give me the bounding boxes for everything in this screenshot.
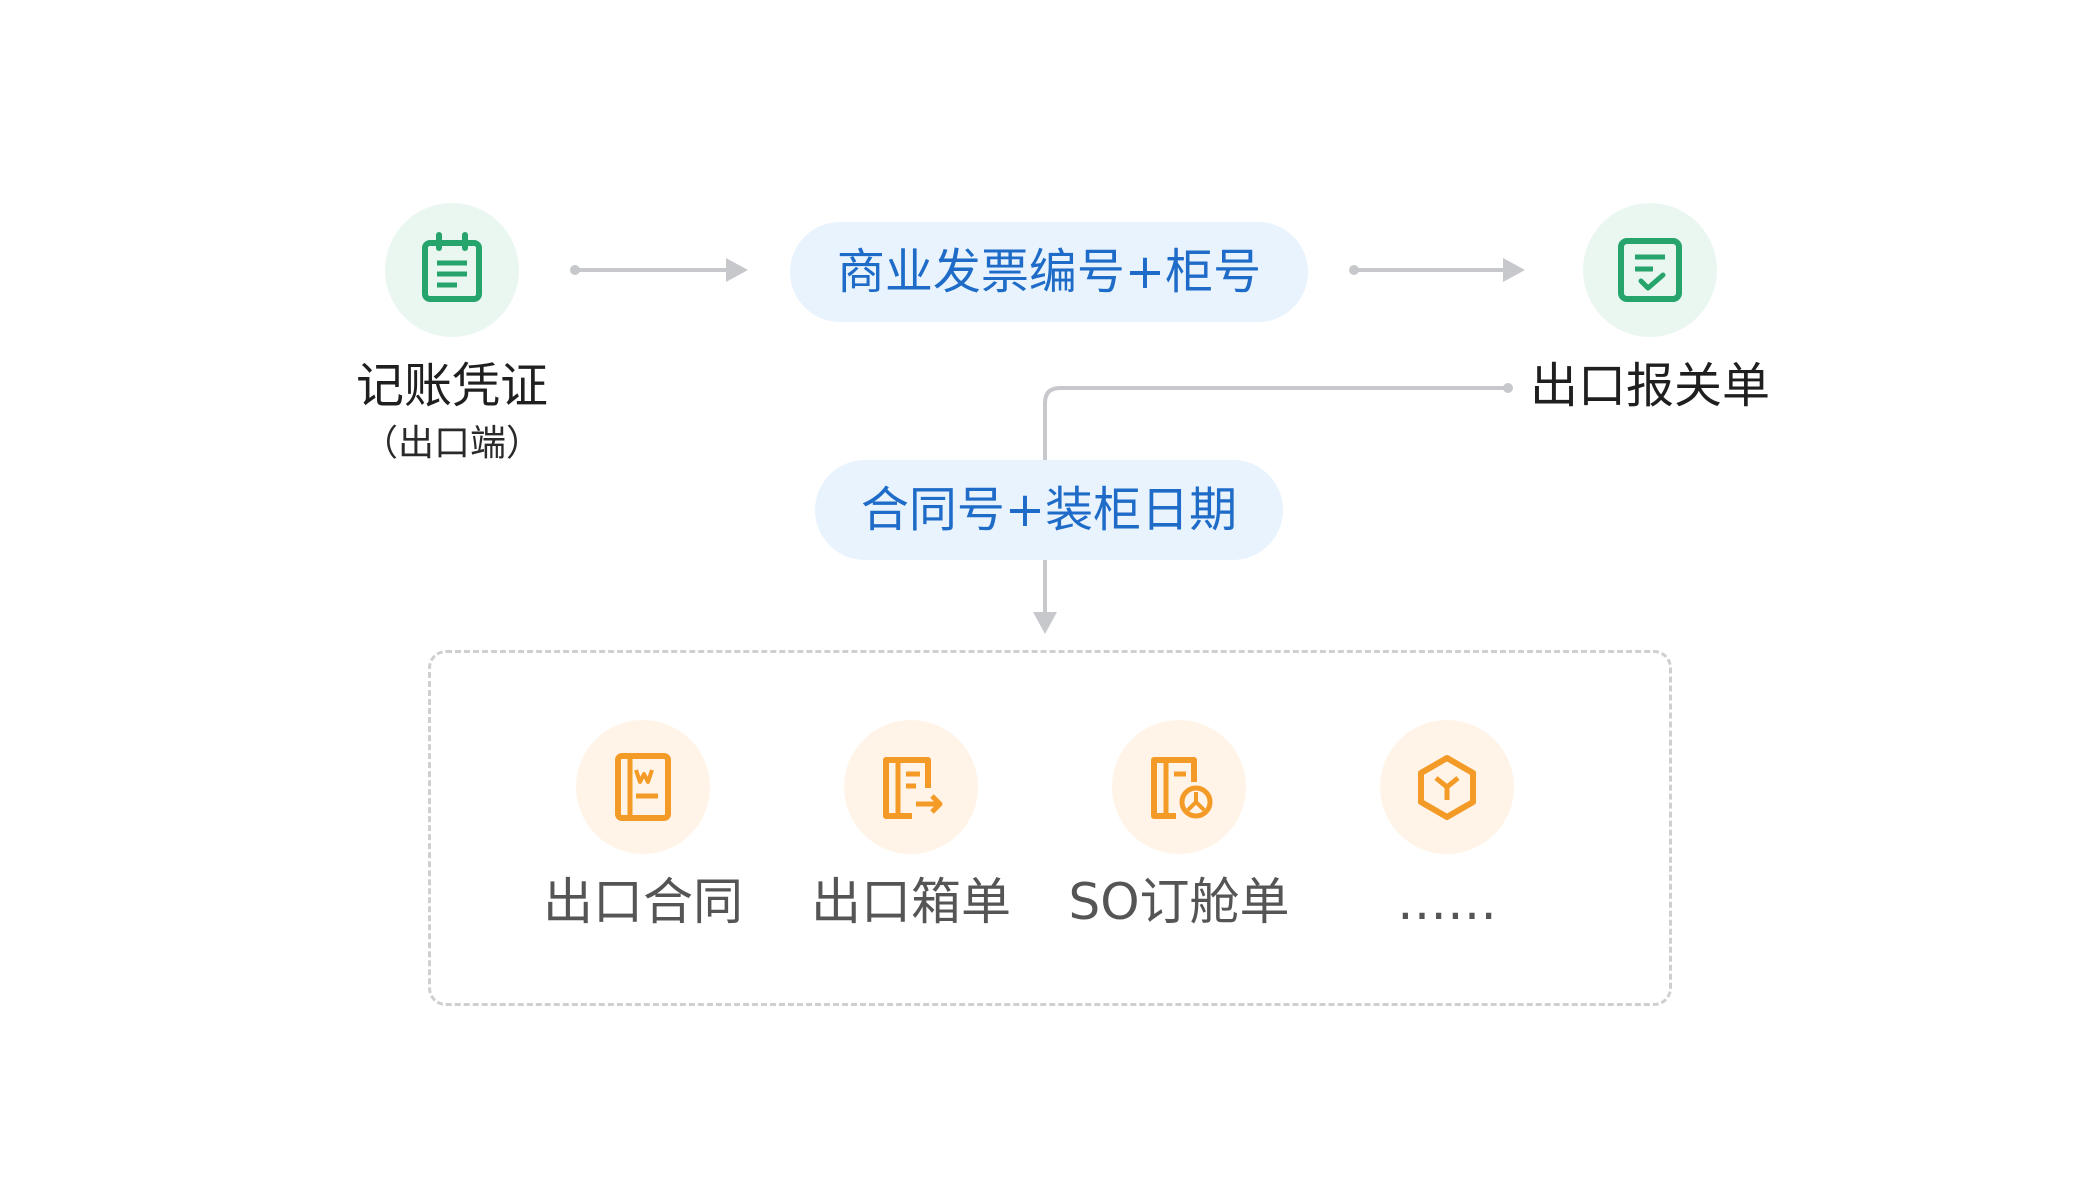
link-key-pill-contract: 合同号+装柜日期 bbox=[815, 460, 1283, 560]
cube-icon bbox=[1418, 755, 1476, 820]
source-node-label: 记账凭证 bbox=[355, 358, 548, 414]
link-key-pill-invoice: 商业发票编号+柜号 bbox=[790, 222, 1308, 322]
arrow-pill-to-target bbox=[1349, 258, 1525, 282]
calendar-list-icon bbox=[422, 232, 482, 302]
document-circle-booking-order bbox=[1112, 720, 1246, 854]
packing-list-icon bbox=[883, 757, 943, 819]
document-circle-contract bbox=[576, 720, 710, 854]
checklist-icon bbox=[1618, 238, 1682, 302]
document-label-booking-order: SO订舱单 bbox=[1068, 873, 1290, 931]
source-node-circle bbox=[385, 203, 519, 337]
contract-icon bbox=[615, 753, 671, 821]
target-node-label: 出口报关单 bbox=[1529, 358, 1770, 414]
document-label-more: …… bbox=[1397, 873, 1497, 931]
document-label-contract: 出口合同 bbox=[543, 873, 743, 931]
document-circle-more bbox=[1380, 720, 1514, 854]
arrow-source-to-pill bbox=[570, 258, 748, 282]
related-documents-group bbox=[428, 650, 1672, 1006]
arrow-target-to-documents bbox=[1033, 383, 1513, 634]
target-node-circle bbox=[1583, 203, 1717, 337]
document-label-packing-list: 出口箱单 bbox=[811, 873, 1011, 931]
source-node-sub-label: （出口端） bbox=[361, 423, 542, 464]
booking-order-icon bbox=[1151, 757, 1213, 819]
document-circle-packing-list bbox=[844, 720, 978, 854]
